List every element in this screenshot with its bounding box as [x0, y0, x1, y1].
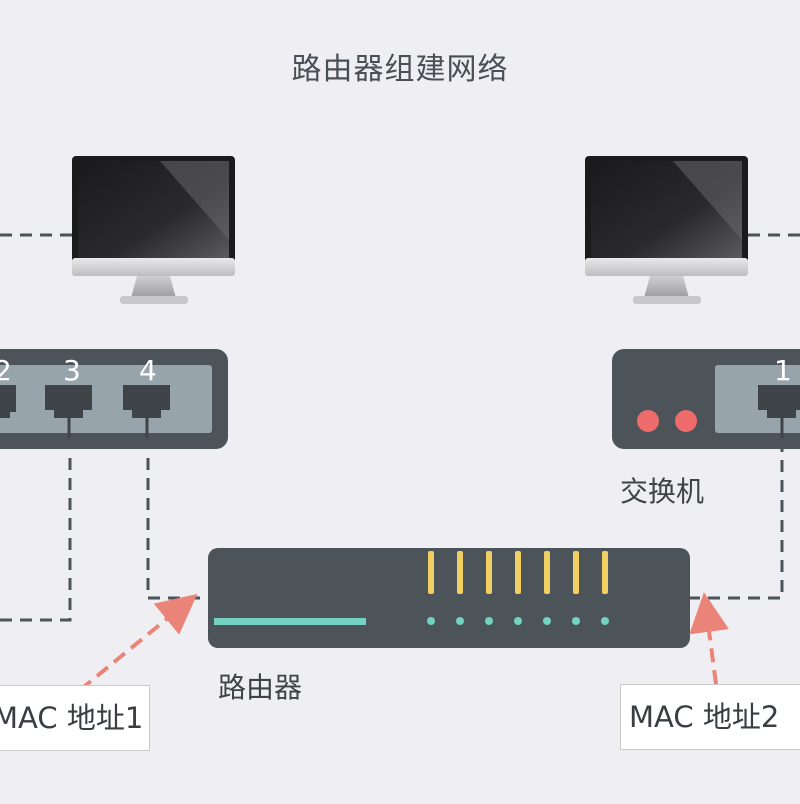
router-led-dot: [514, 617, 522, 625]
switch-right: 1: [612, 349, 800, 449]
router-led-dot: [427, 617, 435, 625]
switch-left: 2 3 4: [0, 349, 228, 449]
cable-switch-port3: [0, 458, 72, 622]
router-led-bar: [428, 551, 434, 594]
diagram-title: 路由器组建网络: [291, 52, 509, 87]
router-led-dot: [456, 617, 464, 625]
port-icon: [123, 385, 170, 438]
router-label: 路由器: [218, 671, 303, 704]
cable-router-switch-right: [688, 425, 784, 600]
port-icon: [0, 385, 16, 418]
port-icon: [758, 385, 800, 438]
mac-address-2-box: MAC 地址2: [620, 684, 800, 750]
router-led-bar: [515, 551, 521, 594]
router-led-bar: [486, 551, 492, 594]
router-led-dot: [572, 617, 580, 625]
router-led-bar: [602, 551, 608, 594]
computer-right: [585, 156, 748, 304]
router-led-bar: [457, 551, 463, 594]
mac-address-2-label: MAC 地址2: [629, 700, 780, 734]
port-number: 4: [139, 354, 157, 387]
computer-left: [72, 156, 235, 304]
indicator-dot: [637, 410, 659, 432]
port-icon: [45, 385, 92, 438]
mac-address-1-label: MAC 地址1: [0, 701, 144, 735]
router-led-dot: [543, 617, 551, 625]
port-number: 2: [0, 354, 12, 387]
router-leds: [427, 551, 609, 625]
cable-switch-port4-router: [146, 458, 205, 600]
switch-label: 交换机: [620, 475, 705, 508]
router: [208, 548, 690, 648]
indicator-dot: [675, 410, 697, 432]
router-status-bar: [214, 618, 366, 625]
arrow-mac2: [689, 592, 729, 685]
router-led-bar: [544, 551, 550, 594]
arrow-mac1: [78, 593, 198, 692]
mac-address-1-box: MAC 地址1: [0, 685, 150, 751]
router-led-bar: [573, 551, 579, 594]
router-led-dot: [601, 617, 609, 625]
mac-arrows: [78, 592, 729, 692]
port-number: 1: [774, 354, 792, 387]
router-led-dot: [485, 617, 493, 625]
port-number: 3: [63, 354, 81, 387]
